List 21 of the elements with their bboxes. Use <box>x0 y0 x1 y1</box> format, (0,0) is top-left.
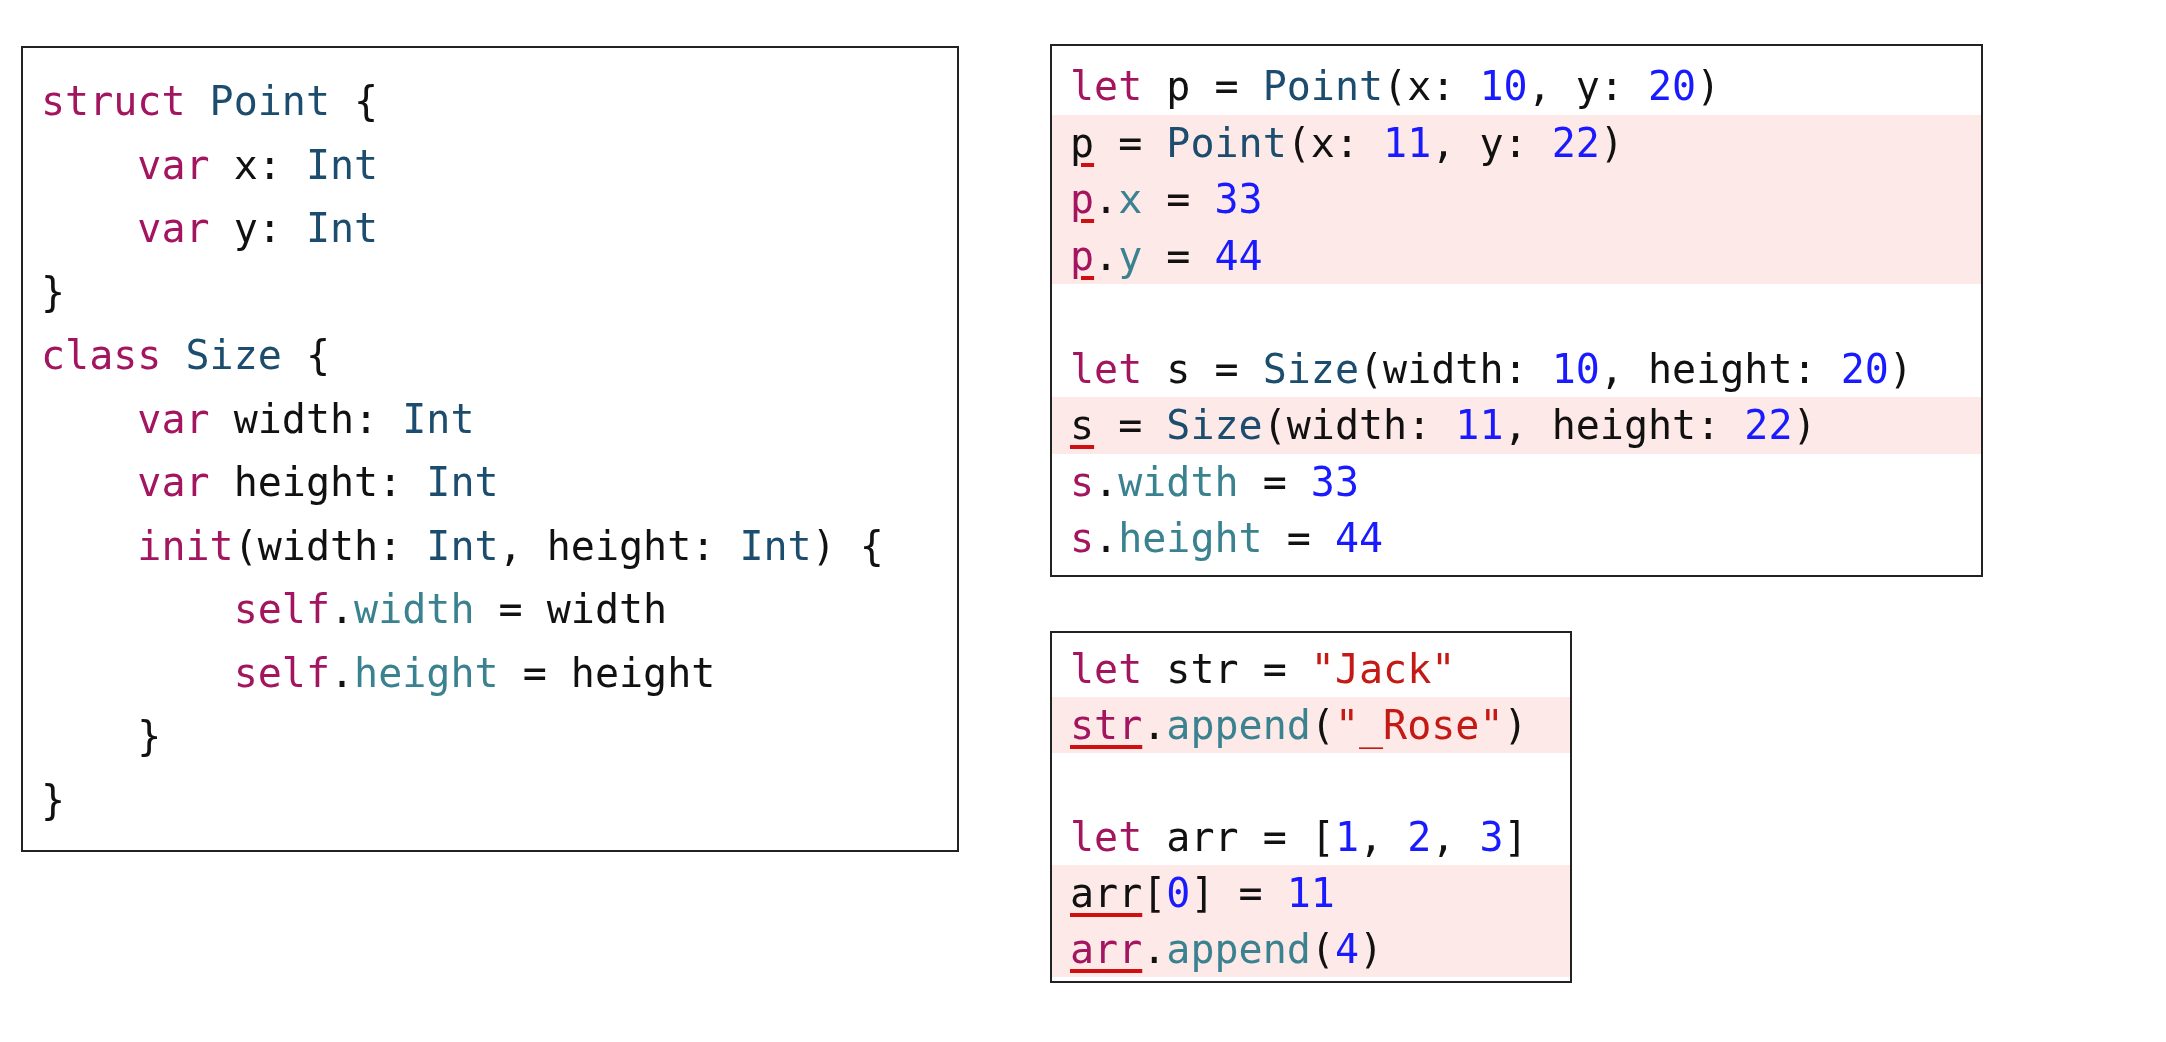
code-line: var height: Int <box>136 458 500 507</box>
code-line: s.height = 44 <box>1069 514 1385 563</box>
code-line: } <box>40 267 67 317</box>
code-line: let arr = [1, 2, 3] <box>1069 813 1529 862</box>
code-panel <box>21 46 959 852</box>
code-panel <box>1050 44 1983 577</box>
code-line: } <box>136 712 163 761</box>
code-line: self.height = height <box>232 648 717 698</box>
code-line: struct Point { <box>40 77 380 126</box>
code-line: let p = Point(x: 10, y: 20) <box>1069 62 1722 111</box>
code-line: let s = Size(width: 10, height: 20) <box>1069 344 1914 394</box>
code-line: var x: Int <box>136 140 380 190</box>
code-line: let str = "Jack" <box>1069 645 1457 694</box>
code-line: var width: Int <box>136 394 476 444</box>
code-line: var y: Int <box>136 204 380 253</box>
code-line: self.width = width <box>232 585 669 634</box>
code-line: s.width = 33 <box>1069 457 1361 507</box>
code-line: init(width: Int, height: Int) { <box>136 521 885 571</box>
code-panel <box>1050 631 1572 983</box>
code-line: class Size { <box>40 331 331 380</box>
code-line: } <box>40 775 67 825</box>
